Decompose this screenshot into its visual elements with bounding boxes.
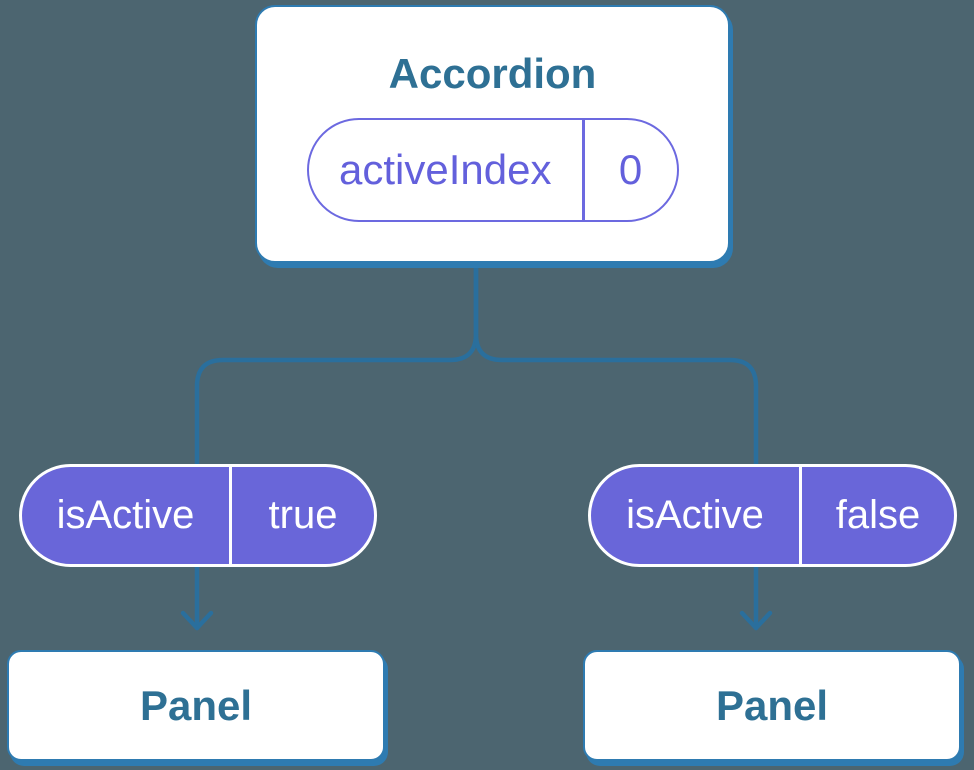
accordion-card: Accordion activeIndex 0 — [255, 5, 730, 263]
panel-card-right: Panel — [583, 650, 961, 761]
arrowhead-left-icon — [180, 610, 214, 631]
state-value: 0 — [618, 146, 643, 193]
prop-value-left: true — [268, 493, 338, 537]
prop-name-left: isActive — [56, 493, 195, 537]
connector-branch-left — [194, 259, 479, 631]
prop-name-right: isActive — [626, 493, 764, 537]
panel-card-left: Panel — [7, 650, 385, 761]
arrowhead-right-icon — [739, 610, 773, 631]
prop-pill-right-divider — [799, 467, 802, 564]
state-pill: activeIndex 0 — [306, 118, 679, 222]
accordion-title: Accordion — [388, 50, 597, 97]
state-name: activeIndex — [339, 146, 552, 193]
prop-pill-left-divider — [229, 467, 232, 564]
state-pill-divider — [582, 120, 585, 220]
prop-pill-right: isActive false — [588, 464, 957, 567]
prop-value-right: false — [835, 493, 921, 537]
prop-pill-left: isActive true — [19, 464, 377, 567]
connector-branch-right — [473, 259, 759, 631]
